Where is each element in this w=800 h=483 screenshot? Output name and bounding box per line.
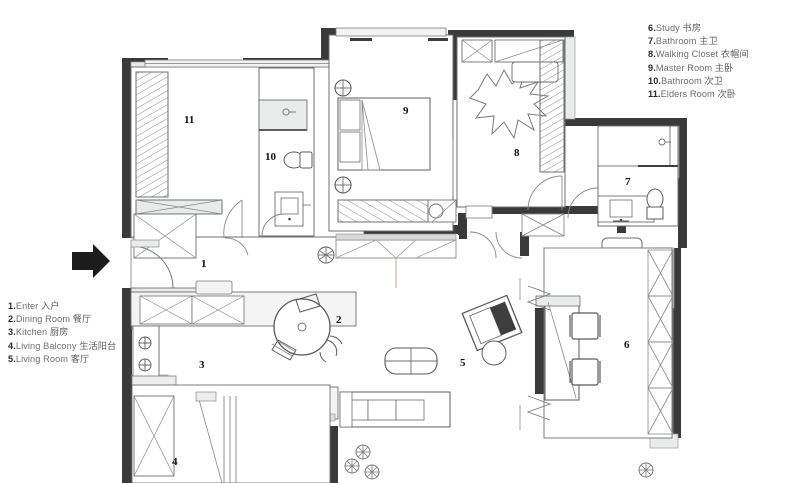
legend-right-cn-11: 次卧 <box>717 88 737 99</box>
legend-left-en-4: Living Balcony <box>15 340 77 351</box>
room-elders-room <box>130 59 365 259</box>
room-number-5: 5 <box>460 357 466 369</box>
legend-left-en-3: Kitchen <box>15 327 48 338</box>
legend-right-cn-10: 次卫 <box>704 75 723 86</box>
legend-right-num-6: 6. <box>648 23 656 33</box>
legend-left-item-5: 5.Living Room 客厅 <box>8 353 116 366</box>
legend-right-en-6: Study <box>655 23 680 33</box>
legend-left-en-1: Enter <box>15 301 39 311</box>
legend-left-item-1: 1.Enter 入户 <box>8 300 116 313</box>
legend-left-num-4: 4. <box>8 340 16 351</box>
legend-right-cn-7: 主卫 <box>699 36 718 47</box>
legend-left-en-2: Dining Room <box>15 314 71 325</box>
room-master-bathroom <box>567 125 679 227</box>
legend-left-num-2: 2. <box>8 314 16 325</box>
legend-right-cn-6: 书房 <box>682 23 702 33</box>
legend-right-num-9: 9. <box>648 62 656 73</box>
room-number-1: 1 <box>201 258 207 270</box>
legend-left-cn-2: 餐厅 <box>72 314 92 325</box>
legend-right-item-6: 6.Study 书房 <box>648 22 749 35</box>
legend-right-en-9: Master Room <box>655 62 713 73</box>
legend-left-cn-1: 入户 <box>41 301 60 311</box>
room-living-balcony <box>131 384 331 483</box>
legend-right-en-11: Elders Room <box>660 88 715 99</box>
legend-left-cn-4: 生活阳台 <box>79 340 117 351</box>
legend-right-item-8: 8.Walking Closet 衣帽间 <box>648 48 749 61</box>
legend-left-cn-3: 厨房 <box>49 327 69 338</box>
room-number-2: 2 <box>336 314 342 326</box>
room-number-4: 4 <box>172 456 178 468</box>
legend-right-num-8: 8. <box>648 49 656 60</box>
room-dining-room <box>271 293 343 363</box>
corridor-doors <box>465 205 565 259</box>
legend-right-en-10: Bathroom <box>661 75 702 86</box>
legend-right-cn-8: 衣帽间 <box>720 49 749 60</box>
entrance-arrow <box>72 244 110 278</box>
room-number-7: 7 <box>625 176 631 188</box>
tv-cabinet-master <box>317 233 457 288</box>
room-number-8: 8 <box>514 147 520 159</box>
room-number-6: 6 <box>624 339 630 351</box>
legend-right: 6.Study 书房 7.Bathroom 主卫 8.Walking Close… <box>648 22 749 101</box>
room-number-9: 9 <box>403 105 409 117</box>
room-walking-closet <box>456 36 566 211</box>
legend-left-item-4: 4.Living Balcony 生活阳台 <box>8 340 116 353</box>
legend-left-num-3: 3. <box>8 327 16 338</box>
room-master-room <box>328 27 457 232</box>
legend-right-en-7: Bathroom <box>655 36 697 47</box>
legend-right-en-8: Walking Closet <box>655 49 719 60</box>
room-number-10: 10 <box>265 151 276 163</box>
legend-right-num-10: 10. <box>648 75 662 86</box>
legend-right-item-10: 10.Bathroom 次卫 <box>648 75 749 88</box>
legend-left: 1.Enter 入户 2.Dining Room 餐厅 3.Kitchen 厨房… <box>8 300 116 366</box>
room-bathroom-secondary <box>258 67 315 237</box>
legend-left-en-5: Living Room <box>15 353 69 364</box>
legend-right-item-7: 7.Bathroom 主卫 <box>648 35 749 48</box>
room-number-11: 11 <box>184 114 195 126</box>
legend-left-num-1: 1. <box>8 301 16 311</box>
legend-right-num-11: 11. <box>648 88 661 99</box>
legend-right-num-7: 7. <box>648 36 656 47</box>
legend-left-cn-5: 客厅 <box>70 353 90 364</box>
legend-right-item-11: 11.Elders Room 次卧 <box>648 88 749 101</box>
room-number-3: 3 <box>199 359 205 371</box>
legend-left-item-2: 2.Dining Room 餐厅 <box>8 313 116 326</box>
legend-left-item-3: 3.Kitchen 厨房 <box>8 326 116 339</box>
room-study <box>519 247 674 478</box>
legend-right-item-9: 9.Master Room 主卧 <box>648 62 749 75</box>
legend-left-num-5: 5. <box>8 353 16 364</box>
legend-right-cn-9: 主卧 <box>714 62 734 73</box>
